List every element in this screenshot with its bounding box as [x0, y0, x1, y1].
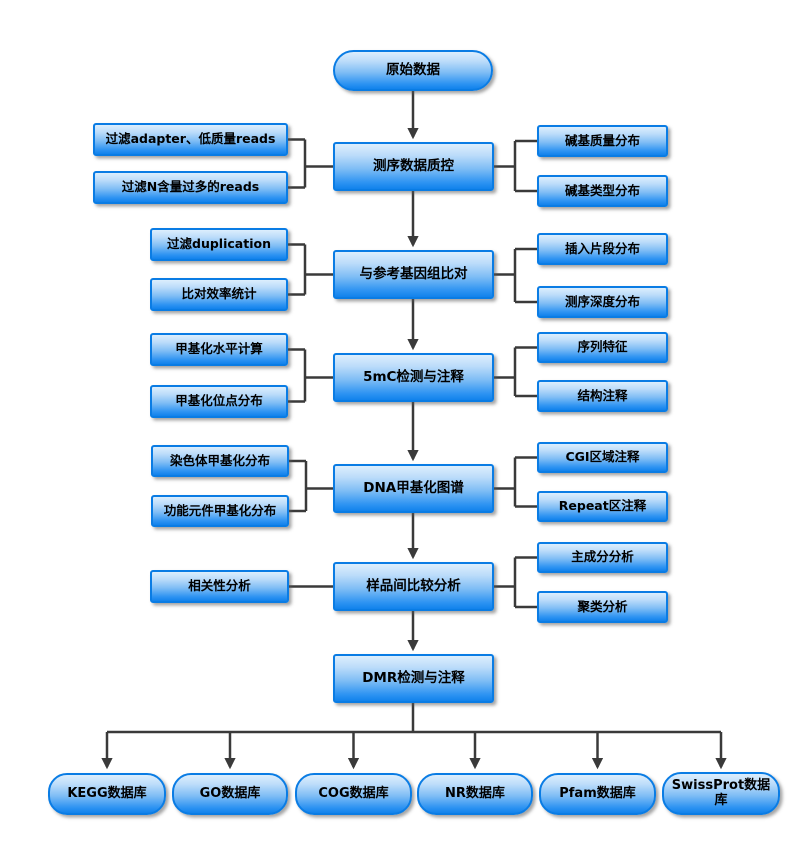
- node-seq-qc: 测序数据质控: [333, 142, 494, 191]
- node-base-quality-dist: 碱基质量分布: [537, 125, 668, 157]
- node-filter-duplication: 过滤duplication: [150, 228, 288, 261]
- node-cgi-region-annotation: CGI区域注释: [537, 442, 668, 473]
- node-methyl-level-calc: 甲基化水平计算: [150, 333, 288, 366]
- node-align-efficiency: 比对效率统计: [150, 278, 288, 311]
- node-filter-n-reads: 过滤N含量过多的reads: [93, 171, 288, 204]
- node-nr-db: NR数据库: [417, 773, 533, 815]
- node-functional-element-methyl-dist: 功能元件甲基化分布: [151, 495, 289, 527]
- node-insert-size-dist: 插入片段分布: [537, 233, 668, 265]
- node-go-db: GO数据库: [172, 773, 288, 815]
- node-swissprot-db: SwissProt数据库: [662, 772, 780, 815]
- node-structure-annotation: 结构注释: [537, 380, 668, 412]
- node-chromosome-methyl-dist: 染色体甲基化分布: [151, 445, 289, 477]
- node-methyl-site-dist: 甲基化位点分布: [150, 385, 288, 418]
- node-dmr-detect: DMR检测与注释: [333, 654, 494, 703]
- node-raw-data: 原始数据: [333, 50, 493, 91]
- node-align-ref: 与参考基因组比对: [333, 250, 494, 299]
- node-sample-compare: 样品间比较分析: [333, 562, 494, 611]
- node-cog-db: COG数据库: [295, 773, 412, 815]
- node-sequence-feature: 序列特征: [537, 332, 668, 363]
- node-kegg-db: KEGG数据库: [48, 773, 166, 815]
- node-base-type-dist: 碱基类型分布: [537, 175, 668, 207]
- node-seq-depth-dist: 测序深度分布: [537, 286, 668, 318]
- node-cluster-analysis: 聚类分析: [537, 591, 668, 623]
- node-5mc-detect: 5mC检测与注释: [333, 353, 494, 402]
- node-filter-adapter: 过滤adapter、低质量reads: [93, 123, 288, 156]
- node-pfam-db: Pfam数据库: [539, 773, 656, 815]
- node-pca: 主成分分析: [537, 542, 668, 573]
- node-repeat-region-annotation: Repeat区注释: [537, 491, 668, 522]
- node-correlation-analysis: 相关性分析: [150, 570, 289, 603]
- node-dna-methyl-profile: DNA甲基化图谱: [333, 464, 494, 513]
